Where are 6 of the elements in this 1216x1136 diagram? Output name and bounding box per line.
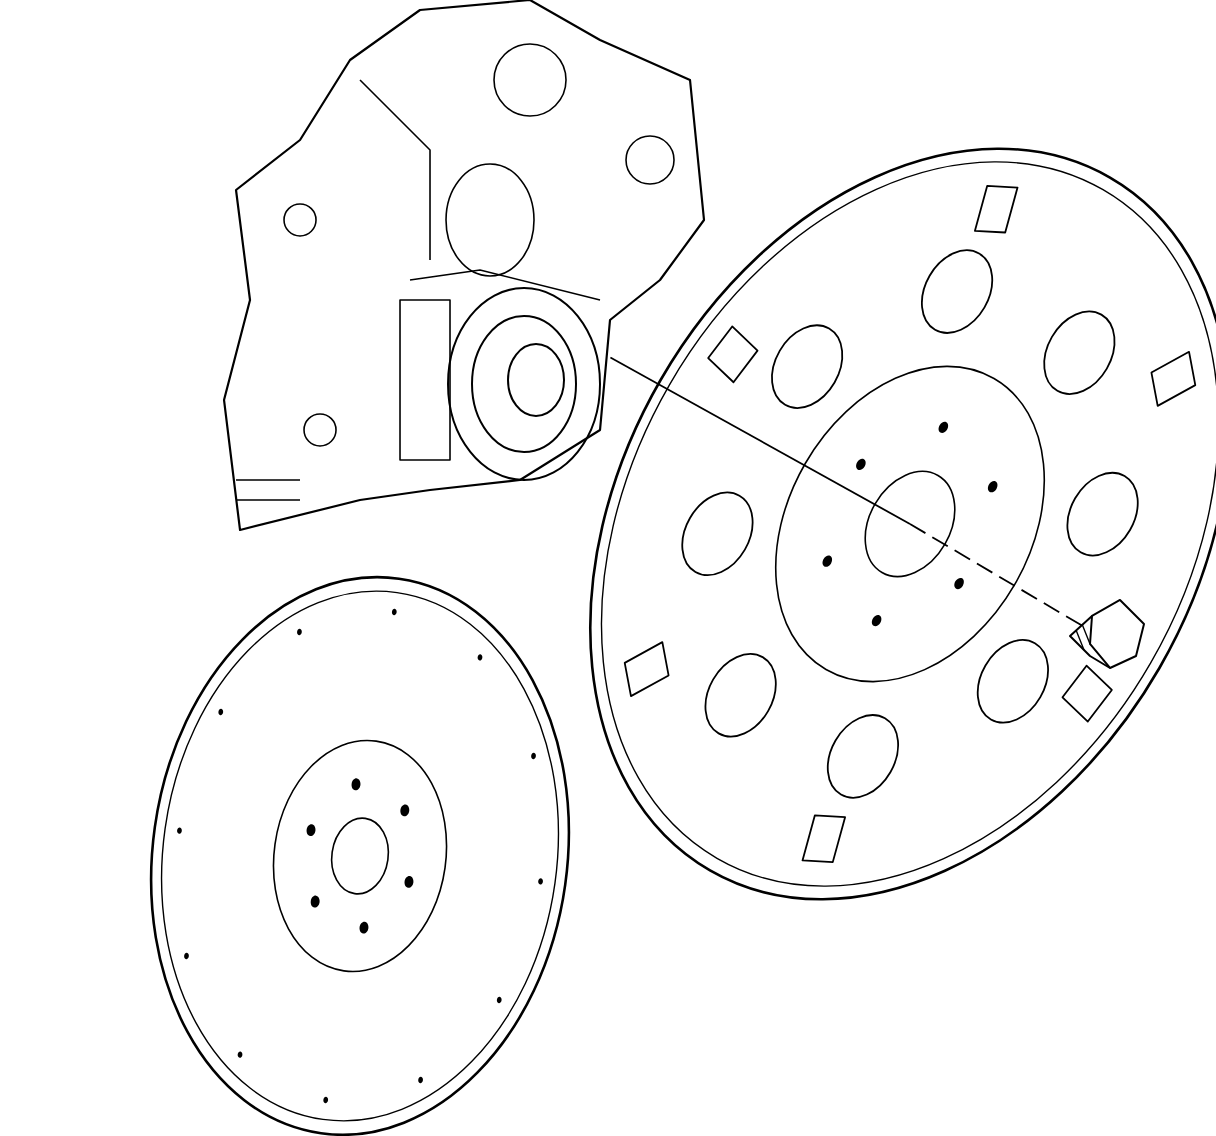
flywheel-drawing xyxy=(150,576,570,1136)
center-line xyxy=(609,356,911,525)
flexplate-drawing xyxy=(589,147,1216,901)
engine-block-drawing xyxy=(222,0,706,532)
center-line xyxy=(909,523,1087,629)
bolt-drawing xyxy=(1069,599,1145,669)
